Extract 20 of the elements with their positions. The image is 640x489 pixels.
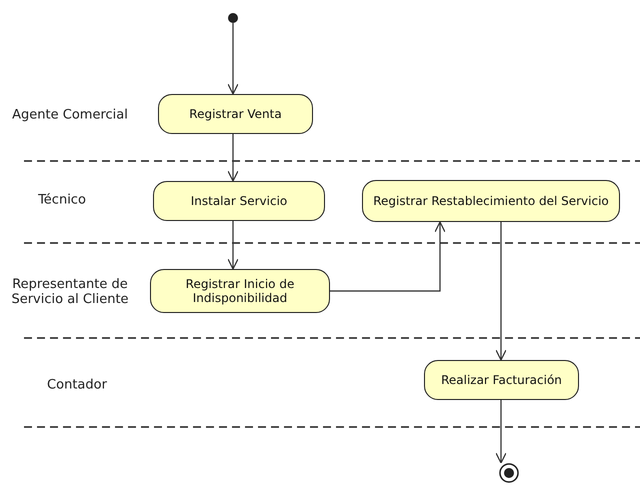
swimlane-label: Representante de Servicio al Cliente	[10, 277, 130, 307]
activity-label: Instalar Servicio	[190, 194, 288, 208]
swimlane-label: Agente Comercial	[11, 108, 129, 122]
arrow	[227, 134, 239, 182]
arrow	[495, 222, 507, 361]
arrow	[227, 23, 239, 95]
arrow	[330, 221, 446, 292]
activity-box	[424, 360, 579, 400]
activity-box	[158, 94, 313, 134]
arrow	[495, 400, 507, 464]
activity-label: Registrar Inicio de Indisponibilidad	[184, 277, 296, 305]
swimlane-label: Técnico	[37, 192, 87, 208]
swimlane-label: Contador	[46, 378, 108, 392]
activity-label: Registrar Restablecimiento del Servicio	[373, 194, 609, 208]
activity-box	[153, 181, 325, 221]
activity-label: Realizar Facturación	[441, 373, 562, 387]
activity-box	[150, 269, 330, 313]
activity-label: Registrar Venta	[189, 107, 282, 121]
activity-box	[362, 180, 620, 222]
arrow	[227, 221, 239, 270]
